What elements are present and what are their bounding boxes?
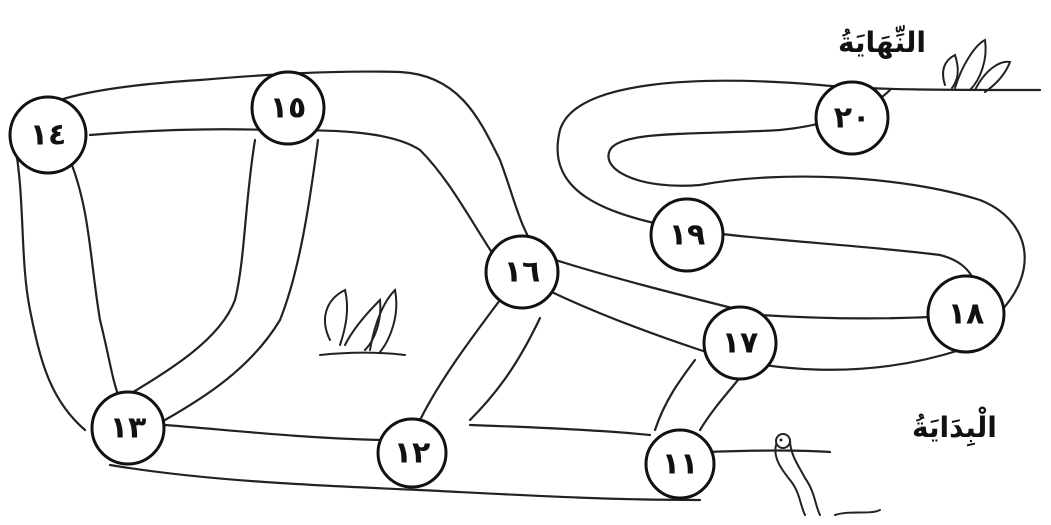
svg-text:١٧: ١٧ [722,326,759,361]
svg-text:١٥: ١٥ [270,91,307,126]
path-12-16-right [468,316,542,422]
path-13-12-top [163,423,382,442]
node-12: ١٢ [376,417,448,489]
node-17: ١٧ [702,305,778,381]
finish-label: النِّهَايَةُ [838,25,926,59]
svg-text:١٨: ١٨ [948,297,985,332]
svg-text:١٩: ١٩ [669,218,706,253]
path-11-left [653,358,697,432]
node-19: ١٩ [649,197,725,273]
path-13-12-bottom [108,463,702,502]
svg-text:١٦: ١٦ [504,255,541,290]
grass-icon-top [942,38,1012,93]
svg-text:٢٠: ٢٠ [834,101,871,136]
start-label: الْبِدَايَةُ [912,406,997,447]
path-left-outer [13,143,87,432]
path-11-start [468,423,832,454]
node-15: ١٥ [250,70,326,146]
maze-nodes: ١١ ١٢ ١٣ ١٤ ١٥ ١٦ ١٧ ١٨ [8,70,1006,500]
path-15-13-right [163,138,320,422]
worm-icon [774,433,881,516]
node-18: ١٨ [926,274,1006,354]
node-16: ١٦ [484,234,560,310]
svg-text:١٢: ١٢ [394,436,431,471]
path-outer-top [13,70,1002,320]
path-15-13-left [118,138,257,402]
path-left-inner [68,158,122,402]
maze-paths [13,70,1042,502]
node-13: ١٣ [90,390,166,466]
node-20: ٢٠ [814,80,890,156]
path-serpentine-outer [607,88,1026,314]
path-12-16-left [418,298,502,422]
node-14: ١٤ [8,95,88,175]
svg-text:١١: ١١ [662,447,699,482]
svg-text:١٣: ١٣ [110,411,147,446]
node-11: ١١ [644,428,716,500]
svg-text:١٤: ١٤ [30,118,67,153]
grass-icon [319,287,406,356]
